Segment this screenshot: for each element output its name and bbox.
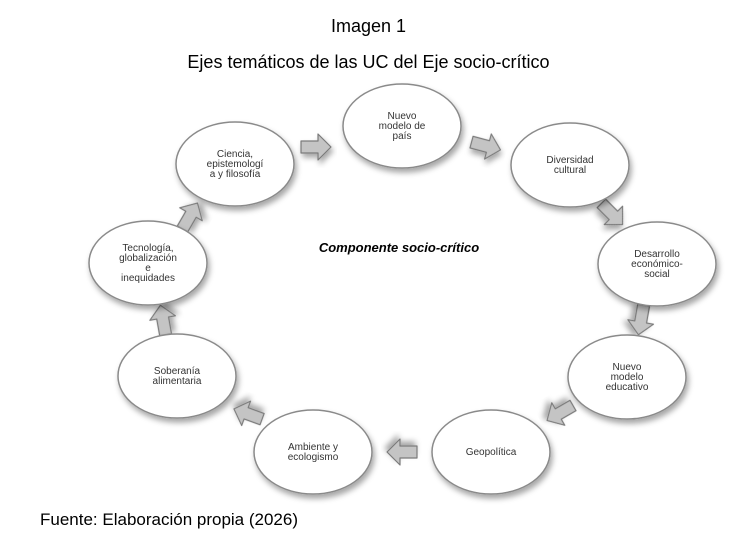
arrow-icon — [469, 133, 502, 160]
figure-label: Imagen 1 — [330, 16, 407, 36]
node-ellipse — [175, 121, 295, 207]
node-ellipse — [597, 221, 717, 307]
figure-title: Ejes temáticos de las UC del Eje socio-c… — [187, 52, 550, 72]
node-label-line: Nuevo — [388, 111, 417, 122]
arrow-icon — [596, 198, 624, 226]
node-label-line: modelo de — [379, 121, 426, 132]
arrow-icon — [386, 438, 418, 466]
node-label-line: Desarrollo — [634, 249, 680, 260]
node-label-line: a y filosofía — [210, 169, 261, 180]
node-label-line: globalización — [119, 253, 177, 264]
node-label-line: Geopolítica — [466, 447, 517, 458]
node-ellipse — [117, 333, 237, 419]
arrow-icon — [149, 304, 177, 337]
arrow-icon — [627, 303, 655, 336]
node-label-line: Soberanía — [154, 366, 201, 377]
node-geopolitica: Geopolítica — [431, 409, 551, 495]
node-label-line: social — [644, 269, 670, 280]
connector-arrows — [149, 133, 655, 466]
node-label-line: ecologismo — [288, 452, 339, 463]
node-label-line: educativo — [606, 382, 649, 393]
node-ellipse — [88, 220, 208, 306]
node-label-line: modelo — [611, 372, 644, 383]
arrow-icon — [176, 202, 203, 233]
node-ellipse — [253, 409, 373, 495]
node-label-line: Tecnología, — [122, 243, 173, 254]
node-label-line: inequidades — [121, 273, 175, 284]
node-label-line: Ciencia, — [217, 149, 253, 160]
node-label-line: país — [393, 131, 412, 142]
node-label-line: Nuevo — [613, 362, 642, 373]
node-label-line: epistemologí — [207, 159, 264, 170]
node-ellipse — [342, 83, 462, 169]
arrow-icon — [300, 133, 332, 161]
node-label-line: Diversidad — [546, 155, 593, 166]
node-label-line: Ambiente y — [288, 442, 338, 453]
node-label-line: e — [145, 263, 151, 274]
node-ellipse — [431, 409, 551, 495]
arrow-icon — [546, 399, 577, 426]
node-label-line: cultural — [554, 165, 586, 176]
source-note: Fuente: Elaboración propia (2026) — [40, 510, 298, 529]
center-label: Componente socio-crítico — [319, 240, 479, 255]
arrow-icon — [233, 400, 265, 427]
node-label-line: alimentaria — [153, 376, 202, 387]
node-label-line: económico- — [631, 259, 683, 270]
node-ellipse — [567, 334, 687, 420]
node-ellipse — [510, 122, 630, 208]
